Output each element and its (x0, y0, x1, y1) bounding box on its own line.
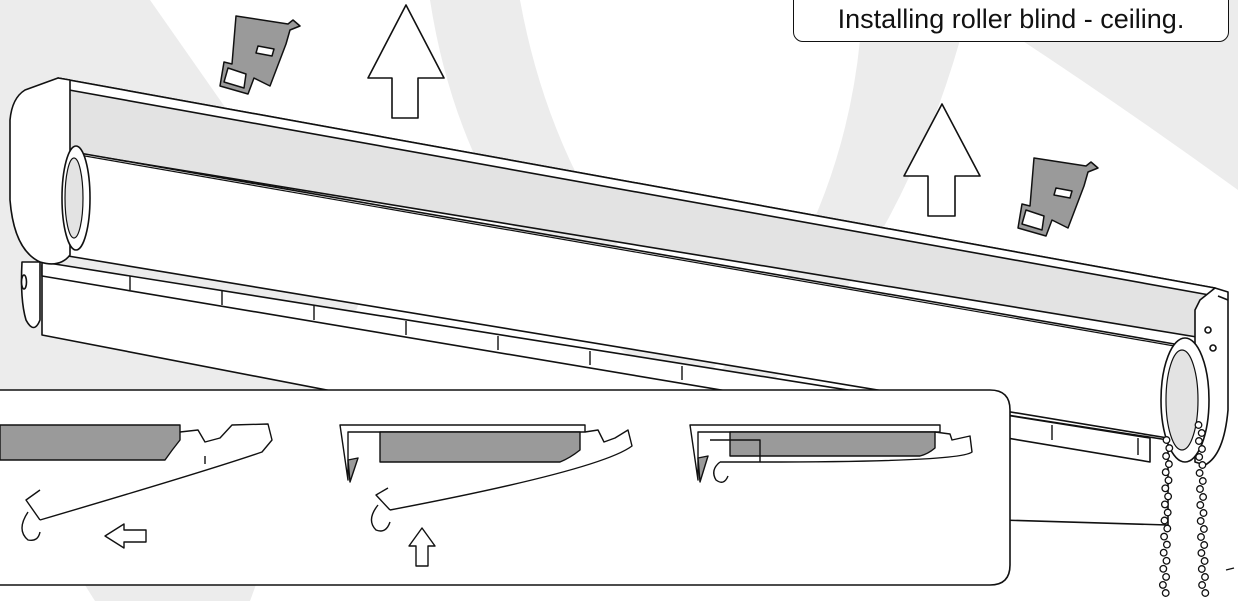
chain-bead (1159, 564, 1168, 573)
chain-bead (1199, 493, 1208, 501)
chain-bead (1162, 540, 1171, 549)
chain-bead (1201, 573, 1209, 581)
chain-bead (1198, 477, 1207, 485)
chain-bead (1161, 468, 1170, 477)
chain-bead (1161, 589, 1170, 597)
chain-bead (1163, 524, 1172, 533)
chain-bead (1158, 580, 1167, 589)
step-1 (0, 423, 273, 542)
chain-bead (1164, 460, 1173, 469)
step-2 (339, 424, 633, 532)
right-end-cap (1160, 287, 1229, 466)
left-end-cap (9, 77, 91, 329)
chain-bead (1197, 549, 1206, 557)
chain-bead (1164, 476, 1173, 485)
chain-bead (1194, 437, 1203, 445)
up-arrow-icon (408, 527, 436, 567)
chain-bead (1160, 500, 1169, 509)
chain-bead (1200, 541, 1209, 549)
up-arrow-icon (367, 4, 981, 217)
chain-bead (1165, 444, 1174, 453)
chain-bead (1162, 452, 1171, 461)
chain-bead (1198, 581, 1207, 589)
chain-bead (1196, 485, 1204, 493)
caption-box: Installing roller blind - ceiling. (793, 0, 1229, 42)
chain-bead (1162, 572, 1171, 581)
caption-text: Installing roller blind - ceiling. (837, 4, 1185, 34)
chain-bead (1197, 533, 1205, 541)
chain-bead (1162, 436, 1171, 444)
chain-bead (1198, 445, 1206, 453)
chain-bead (1196, 501, 1205, 509)
chain-bead (1199, 525, 1208, 533)
chain-bead (1197, 565, 1206, 573)
chain-bead (1195, 469, 1204, 477)
chain-bead (1159, 548, 1168, 557)
chain-bead (1195, 453, 1204, 461)
chain-bead (1160, 516, 1169, 525)
chain-bead (1200, 557, 1209, 565)
chain-bead (1194, 421, 1203, 429)
chain-bead (1160, 532, 1169, 541)
step-3 (689, 424, 973, 483)
chain-bead (1197, 429, 1206, 437)
chain-bead (1196, 517, 1205, 525)
bead-chain-icon (1158, 421, 1210, 597)
mounting-clip-icon (219, 15, 1099, 237)
chain-bead (1201, 589, 1210, 597)
edge-mark (1225, 567, 1235, 571)
left-arrow-icon (104, 523, 147, 549)
chain-bead (1163, 508, 1172, 517)
chain-bead (1161, 484, 1170, 493)
bar-segments (129, 276, 1139, 455)
chain-bead (1162, 556, 1171, 565)
chain-bead (1164, 492, 1173, 501)
chain-bead (1198, 461, 1207, 469)
chain-bead (1199, 509, 1208, 517)
detail-panel (0, 389, 1011, 586)
